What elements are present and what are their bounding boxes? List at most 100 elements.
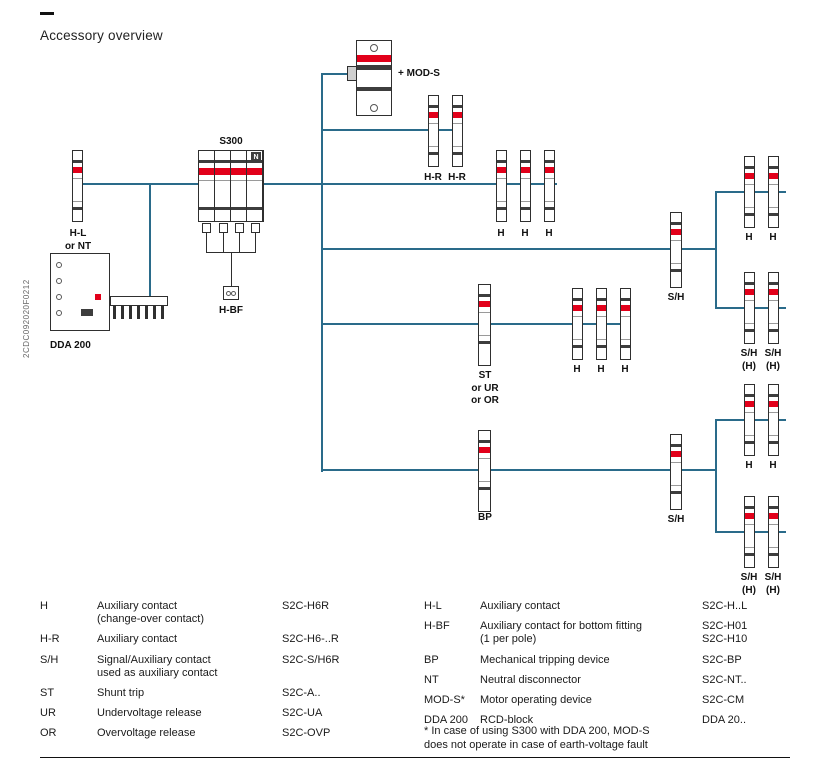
- dda-terminal-dot: [56, 310, 62, 316]
- legend-code: S2C-OVP: [282, 727, 331, 740]
- legend-term: H-L: [424, 600, 442, 612]
- device-shh-3: [744, 496, 755, 568]
- label-h-8: H: [769, 232, 777, 243]
- legend-term: NT: [424, 673, 439, 686]
- device-h-bf: [223, 286, 239, 300]
- label-shh-4: S/H (H): [764, 572, 782, 596]
- right-top-riser-line: [715, 191, 717, 309]
- legend-code: S2C-BP: [702, 653, 742, 666]
- label-mod-s: + MOD-S: [398, 68, 440, 79]
- legend-code: S2C-S/H6R: [282, 653, 340, 666]
- device-h-r-1: [428, 95, 439, 167]
- dda-busbar-pin: [129, 306, 132, 319]
- legend-code: S2C-UA: [282, 707, 323, 720]
- legend-term: BP: [424, 653, 439, 666]
- label-dda-200: DDA 200: [50, 340, 91, 351]
- device-h-4: [572, 288, 583, 360]
- device-sh-top: [670, 212, 682, 288]
- st-branch-line: [321, 323, 631, 325]
- dda-busbar-pin: [145, 306, 148, 319]
- legend-term: OR: [40, 727, 57, 740]
- legend-code: S2C-CM: [702, 693, 745, 706]
- label-h-r-1: H-R: [424, 172, 442, 183]
- legend-term: H: [40, 600, 48, 612]
- bp-branch-line: [321, 469, 717, 471]
- label-h-r-2: H-R: [448, 172, 466, 183]
- legend-term: H-R: [40, 633, 60, 646]
- bottom-rule: [40, 757, 790, 758]
- label-bp: BP: [478, 512, 492, 523]
- device-st-ur-or: [478, 284, 491, 366]
- device-shh-2: [768, 272, 779, 344]
- s300-terminal: [251, 223, 260, 233]
- sh-top-branch-line: [321, 248, 717, 250]
- right-bottom-riser-line: [715, 419, 717, 533]
- h-bf-contact-dot: [231, 291, 236, 296]
- device-s300-breaker: N: [198, 150, 264, 222]
- legend-code: S2C-H01 S2C-H10: [702, 620, 748, 646]
- legend-desc: Overvoltage release: [97, 727, 196, 740]
- label-st-ur-or: ST or UR or OR: [471, 370, 499, 406]
- h-bf-contact-dot: [226, 291, 231, 296]
- device-h-1: [496, 150, 507, 222]
- device-shh-4: [768, 496, 779, 568]
- legend-desc: Auxiliary contact (change-over contact): [97, 600, 204, 626]
- mod-s-branch-line: [321, 73, 348, 75]
- mod-s-screw: [370, 44, 378, 52]
- dda-drop-line: [149, 183, 151, 297]
- legend-desc: Shunt trip: [97, 686, 145, 699]
- legend-desc: Motor operating device: [480, 693, 592, 706]
- dda-terminal-dot: [56, 278, 62, 284]
- s300-terminal: [219, 223, 228, 233]
- dda-busbar-pin: [161, 306, 164, 319]
- legend-desc: Neutral disconnector: [480, 673, 581, 686]
- label-h-4: H: [573, 364, 581, 375]
- device-h-3: [544, 150, 555, 222]
- label-h-bf: H-BF: [219, 305, 243, 316]
- device-bp: [478, 430, 491, 512]
- label-h-1: H: [497, 228, 505, 239]
- dda-busbar: [110, 296, 168, 306]
- legend-code: S2C-H6R: [282, 600, 330, 612]
- terminal-wire: [223, 233, 224, 252]
- trunk-line: [321, 73, 323, 472]
- legend-term: H-BF: [424, 620, 450, 633]
- device-h-l-nt: [72, 150, 83, 222]
- device-h-7: [744, 156, 755, 228]
- label-h-5: H: [597, 364, 605, 375]
- label-sh-bottom: S/H: [667, 514, 685, 525]
- terminal-wire: [255, 233, 256, 252]
- label-h-9: H: [745, 460, 753, 471]
- legend-code: S2C-H..L: [702, 600, 748, 612]
- legend-term: DDA 200: [424, 714, 469, 727]
- legend-footnote: * In case of using S300 with DDA 200, MO…: [424, 725, 650, 752]
- label-h-7: H: [745, 232, 753, 243]
- label-h-10: H: [769, 460, 777, 471]
- label-h-6: H: [621, 364, 629, 375]
- legend-code: S2C-A..: [282, 686, 321, 699]
- device-h-8: [768, 156, 779, 228]
- legend-desc: Auxiliary contact: [480, 600, 561, 612]
- legend-left-table: H Auxiliary contact (change-over contact…: [40, 600, 380, 741]
- device-h-10: [768, 384, 779, 456]
- device-shh-1: [744, 272, 755, 344]
- dda-terminal-dot: [56, 262, 62, 268]
- legend-desc: Signal/Auxiliary contact used as auxilia…: [97, 653, 218, 679]
- label-shh-2: S/H (H): [764, 348, 782, 372]
- dda-busbar-pin: [153, 306, 156, 319]
- s300-terminal: [202, 223, 211, 233]
- terminal-wire: [239, 233, 240, 252]
- legend-desc: Auxiliary contact for bottom fitting (1 …: [480, 620, 643, 646]
- h-r-branch-line: [321, 129, 463, 131]
- legend-code: S2C-NT..: [702, 673, 747, 686]
- label-sh-top: S/H: [667, 292, 685, 303]
- terminal-wire: [206, 233, 207, 252]
- device-dda-200: [50, 253, 110, 331]
- legend-code: DDA 20..: [702, 714, 747, 727]
- document-code: 2CDC092020F0212: [22, 279, 31, 358]
- legend-term: MOD-S*: [424, 693, 465, 706]
- label-h-3: H: [545, 228, 553, 239]
- device-sh-bottom: [670, 434, 682, 510]
- legend-desc: Auxiliary contact: [97, 633, 178, 646]
- dda-terminal-dot: [56, 294, 62, 300]
